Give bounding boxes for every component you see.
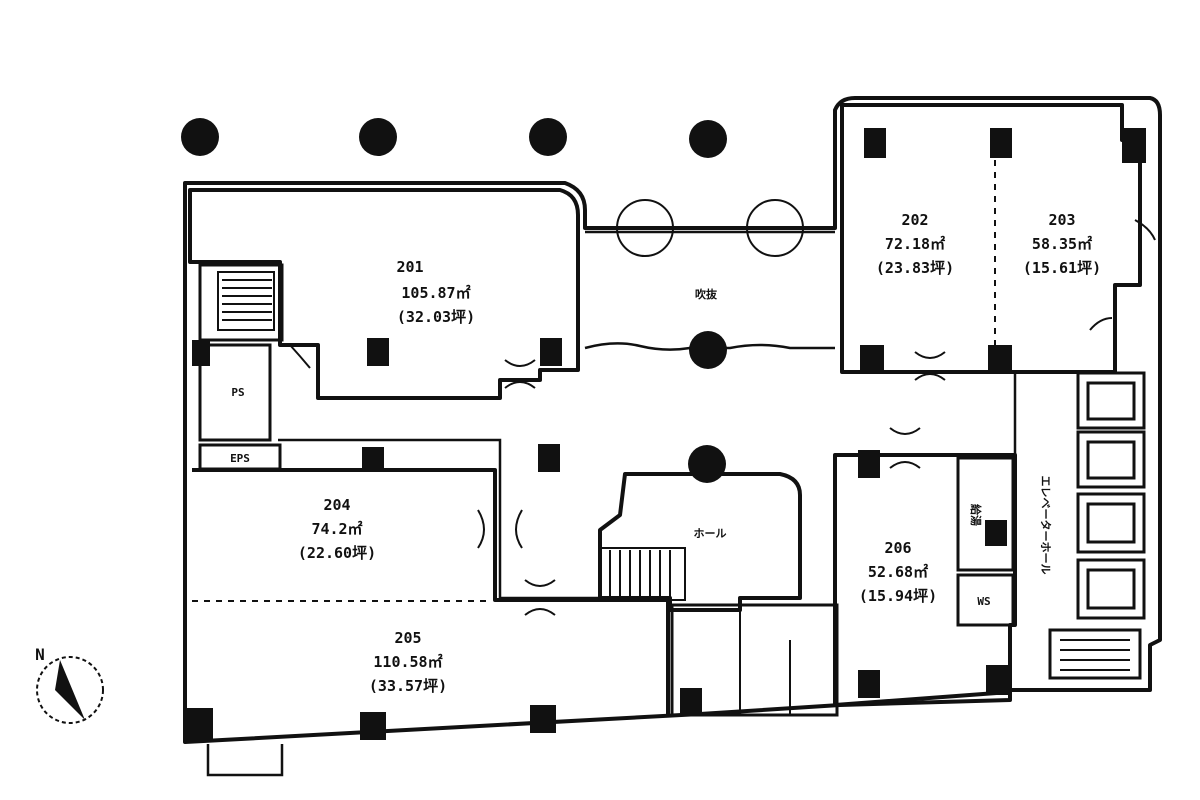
room-label-206: 206 52.68㎡ (15.94坪) [859,539,937,605]
north-label: N [35,645,45,664]
north-compass: N [35,645,104,724]
room-204-tsubo: (22.60坪) [298,544,376,562]
column-square [540,338,562,366]
room-label-201: 201 105.87㎡ (32.03坪) [396,258,475,326]
stair-center [599,547,686,601]
outer-wall [183,96,1162,744]
column-square [360,712,386,740]
room-206-number: 206 [884,539,911,557]
room-205-area: 110.58㎡ [373,653,442,671]
column-square [990,128,1012,158]
room-202-number: 202 [901,211,928,229]
corridor-line [278,438,670,600]
room-label-204: 204 74.2㎡ (22.60坪) [298,496,376,562]
north-arrow-icon [55,660,85,720]
room-206-area: 52.68㎡ [868,563,928,581]
column-square [530,705,556,733]
room-label-205: 205 110.58㎡ (33.57坪) [369,629,447,695]
column-square [985,520,1007,546]
void-circle [746,199,804,257]
column-round [529,118,567,156]
column-square [367,338,389,366]
column-round [689,331,727,369]
room-label-202: 202 72.18㎡ (23.83坪) [876,211,954,277]
pantry-label: 給湯 [969,504,983,526]
eps-label: EPS [230,452,250,465]
elevator-hall-label: エレベーターホール [1039,476,1052,575]
ps-label: PS [231,386,244,399]
column-square [860,345,884,373]
column-round [359,118,397,156]
room-202-203-wall [840,103,1142,374]
room-201-wall [188,188,580,400]
stair-bottom-right [1048,628,1142,680]
void-label: 吹抜 [695,287,718,301]
room-203-area: 58.35㎡ [1032,235,1092,253]
elevator-bank [1076,371,1146,620]
room-204-area: 74.2㎡ [311,520,362,538]
ws-box [956,573,1015,627]
room-206-tsubo: (15.94坪) [859,587,937,605]
void-bottom-edge [584,342,835,351]
column-square [986,665,1010,695]
column-square [858,450,880,478]
void-circle [616,199,674,257]
column-square [538,444,560,472]
room-205-number: 205 [394,629,421,647]
column-square [183,708,213,742]
room-205-tsubo: (33.57坪) [369,677,447,695]
ws-label: WS [977,595,990,608]
pantry-box [956,456,1015,572]
column-square [988,345,1012,373]
room-204-205-wall [192,468,670,714]
room-203-number: 203 [1048,211,1075,229]
room-202-area: 72.18㎡ [885,235,945,253]
hall-label: ホール [694,527,727,540]
door-swing [289,219,1156,616]
column-square [680,688,702,714]
column-square [362,447,384,469]
room-204-number: 204 [323,496,350,514]
room-202-tsubo: (23.83坪) [876,259,954,277]
column-round [688,445,726,483]
hall-wall [598,472,802,612]
room-label-203: 203 58.35㎡ (15.61坪) [1023,211,1101,277]
room-201-area: 105.87㎡ [401,284,470,302]
storage-closet [198,343,272,442]
room-201-tsubo: (32.03坪) [397,308,475,326]
column-square [192,340,210,366]
column-round [689,120,727,158]
column-square [864,128,886,158]
column-round [181,118,219,156]
entrance-step [206,744,284,777]
room-201-number: 201 [396,258,423,276]
column-square [1122,128,1146,163]
stair-top-left [198,263,284,342]
room-203-tsubo: (15.61坪) [1023,259,1101,277]
column-square [858,670,880,698]
